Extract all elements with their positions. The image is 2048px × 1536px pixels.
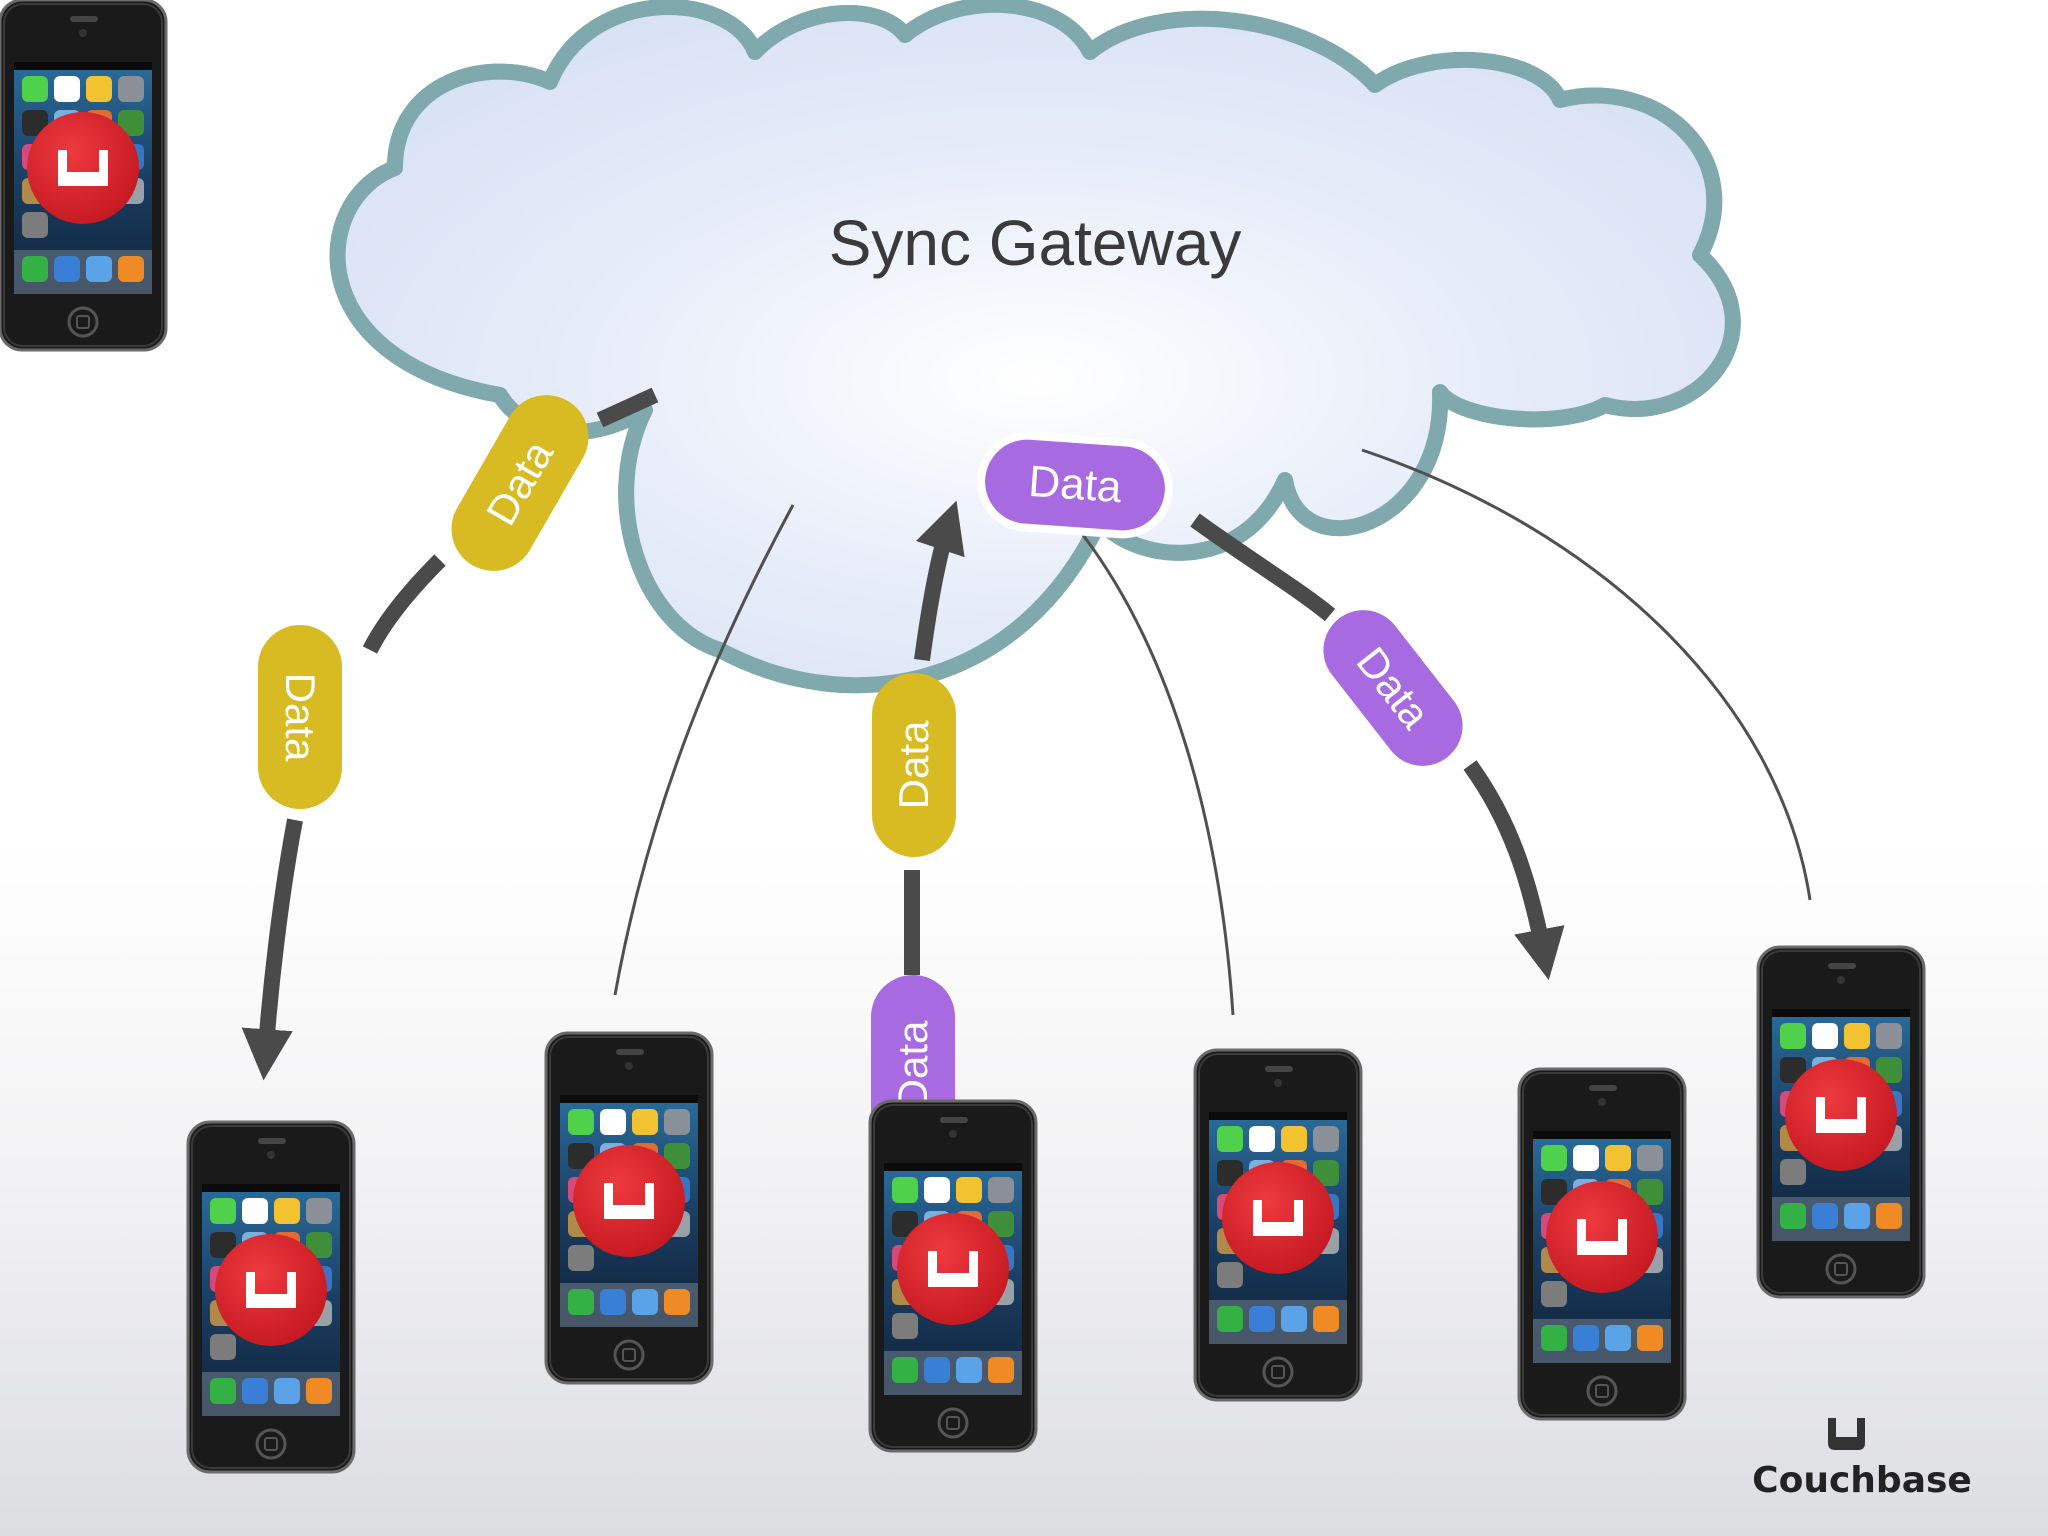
svg-text:Data: Data [889, 1020, 936, 1109]
arrow-from-cloud-left [596, 387, 659, 428]
sync-gateway-cloud: Sync Gateway [338, 0, 1733, 685]
phone-device-5 [1517, 1067, 1687, 1421]
data-pills: Data Data Data Data Data Data [258, 395, 1463, 1155]
phone-device-6 [1756, 945, 1926, 1299]
data-pill: Data [258, 625, 342, 809]
phone-device-4 [1193, 1048, 1363, 1402]
connection-line [1361, 448, 1812, 901]
phone-device-2 [544, 1031, 714, 1385]
data-pill: Data [872, 673, 956, 857]
arrow-to-device-1 [241, 818, 303, 1081]
data-arrows [241, 387, 1565, 1081]
connection-lines [613, 448, 1812, 1016]
data-pill: Data [1323, 610, 1463, 766]
couchbase-logo-icon [1828, 1418, 1865, 1450]
couchbase-badge-icon [27, 112, 139, 224]
arrow-from-cloud-left [362, 554, 446, 654]
connection-line [1081, 534, 1235, 1016]
phone-device-1 [186, 1120, 356, 1474]
connection-line [613, 504, 795, 996]
svg-text:Data: Data [277, 673, 324, 762]
data-pill: Data [977, 431, 1173, 539]
devices [0, 0, 1926, 1474]
arrow-from-cloud-right [1190, 513, 1336, 622]
couchbase-brand: Couchbase [1752, 1418, 1972, 1501]
data-pill: Data [451, 395, 589, 571]
svg-text:Data: Data [1027, 457, 1124, 512]
gateway-label: Sync Gateway [829, 207, 1242, 279]
arrow-to-device-5 [1463, 760, 1565, 981]
phone-device-3 [868, 1099, 1038, 1453]
svg-text:Data: Data [890, 720, 937, 809]
brand-name: Couchbase [1752, 1460, 1972, 1501]
arrow-up-to-cloud [914, 500, 965, 662]
phone-device [0, 0, 168, 352]
